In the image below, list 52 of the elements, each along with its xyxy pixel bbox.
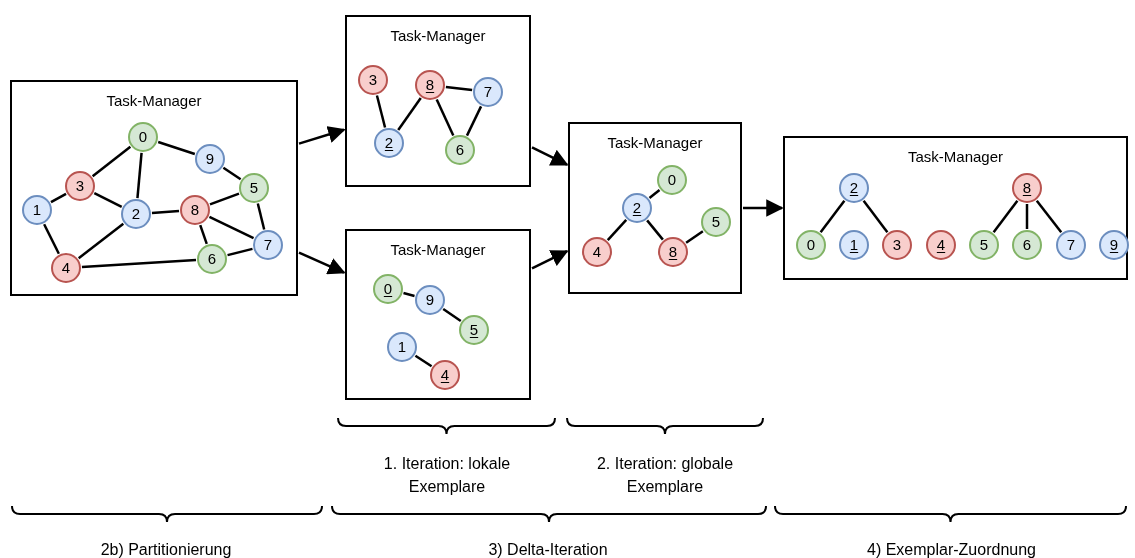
graph-edge	[1025, 204, 1029, 229]
graph-edge	[50, 192, 67, 204]
box-title: Task-Manager	[606, 133, 704, 153]
task-manager-box	[10, 80, 298, 296]
graph-edge	[136, 152, 143, 199]
graph-edge	[209, 192, 240, 206]
graph-edge	[397, 97, 422, 131]
phase-label: 3) Delta-Iteration	[487, 540, 609, 558]
graph-edge	[1035, 199, 1063, 234]
graph-edge	[151, 209, 180, 215]
task-manager-box	[783, 136, 1128, 280]
graph-edge	[157, 140, 196, 156]
graph-edge	[375, 95, 387, 128]
graph-edge	[685, 230, 704, 244]
arrow	[298, 251, 346, 275]
graph-edge	[227, 247, 253, 257]
box-title: Task-Manager	[389, 240, 487, 260]
graph-edge	[648, 189, 661, 199]
box-title: Task-Manager	[105, 91, 203, 111]
graph-edge	[862, 200, 889, 233]
task-manager-box	[345, 15, 531, 187]
graph-edge	[208, 215, 255, 240]
graph-edge	[93, 192, 123, 208]
graph-edge	[222, 166, 242, 181]
arrow	[298, 126, 346, 145]
graph-edge	[435, 99, 455, 136]
arrow	[531, 250, 569, 270]
graph-edge	[445, 85, 473, 92]
graph-edge	[442, 307, 462, 323]
phase-label: 4) Exemplar-Zuordnung	[866, 540, 1037, 558]
graph-edge	[819, 200, 846, 233]
graph-edge	[77, 222, 125, 260]
box-title: Task-Manager	[389, 26, 487, 46]
graph-edge	[403, 291, 415, 298]
graph-edge	[81, 258, 197, 269]
task-manager-box	[568, 122, 742, 294]
phase-label: 2. Iteration: globale Exemplare	[595, 454, 735, 497]
phase-label: 2b) Partitionierung	[99, 540, 233, 558]
graph-edge	[256, 203, 266, 230]
graph-edge	[465, 105, 483, 137]
graph-edge	[646, 219, 664, 241]
graph-edge	[43, 223, 60, 255]
box-title: Task-Manager	[906, 147, 1004, 167]
graph-edge	[199, 224, 208, 245]
phase-label: 1. Iteration: lokale Exemplare	[382, 454, 512, 497]
task-manager-box	[345, 229, 531, 400]
graph-edge	[606, 219, 628, 241]
graph-edge	[992, 200, 1019, 233]
arrow	[743, 199, 784, 217]
graph-edge	[414, 354, 433, 368]
graph-edge	[91, 145, 132, 178]
arrow	[531, 146, 569, 166]
